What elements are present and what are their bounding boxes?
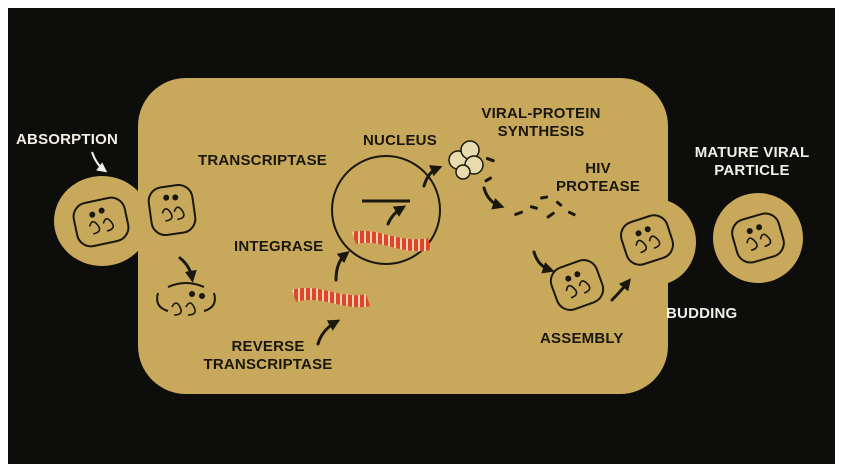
label-hiv-protease-line1: HIV (553, 160, 643, 178)
label-hiv-protease: HIV PROTEASE (553, 160, 643, 196)
absorbing-virus (54, 176, 150, 266)
label-budding: BUDDING (666, 305, 737, 323)
label-hiv-protease-line2: PROTEASE (553, 178, 643, 196)
label-mature-line2: PARTICLE (682, 162, 822, 180)
label-reverse-line1: REVERSE (188, 338, 348, 356)
mature-viral-particle (713, 193, 803, 283)
label-viral-protein-line1: VIRAL-PROTEIN (466, 105, 616, 123)
label-viral-protein-synthesis: VIRAL-PROTEIN SYNTHESIS (466, 105, 616, 141)
label-assembly: ASSEMBLY (540, 330, 624, 348)
label-reverse-transcriptase: REVERSE TRANSCRIPTASE (188, 338, 348, 374)
label-integrase: INTEGRASE (234, 238, 323, 256)
label-nucleus: NUCLEUS (363, 132, 437, 150)
label-absorption: ABSORPTION (16, 131, 118, 149)
label-transcriptase: TRANSCRIPTASE (198, 152, 327, 170)
label-mature-viral-particle: MATURE VIRAL PARTICLE (682, 144, 822, 180)
label-reverse-line2: TRANSCRIPTASE (188, 356, 348, 374)
label-viral-protein-line2: SYNTHESIS (466, 123, 616, 141)
budding-virus (616, 199, 696, 285)
label-mature-line1: MATURE VIRAL (682, 144, 822, 162)
